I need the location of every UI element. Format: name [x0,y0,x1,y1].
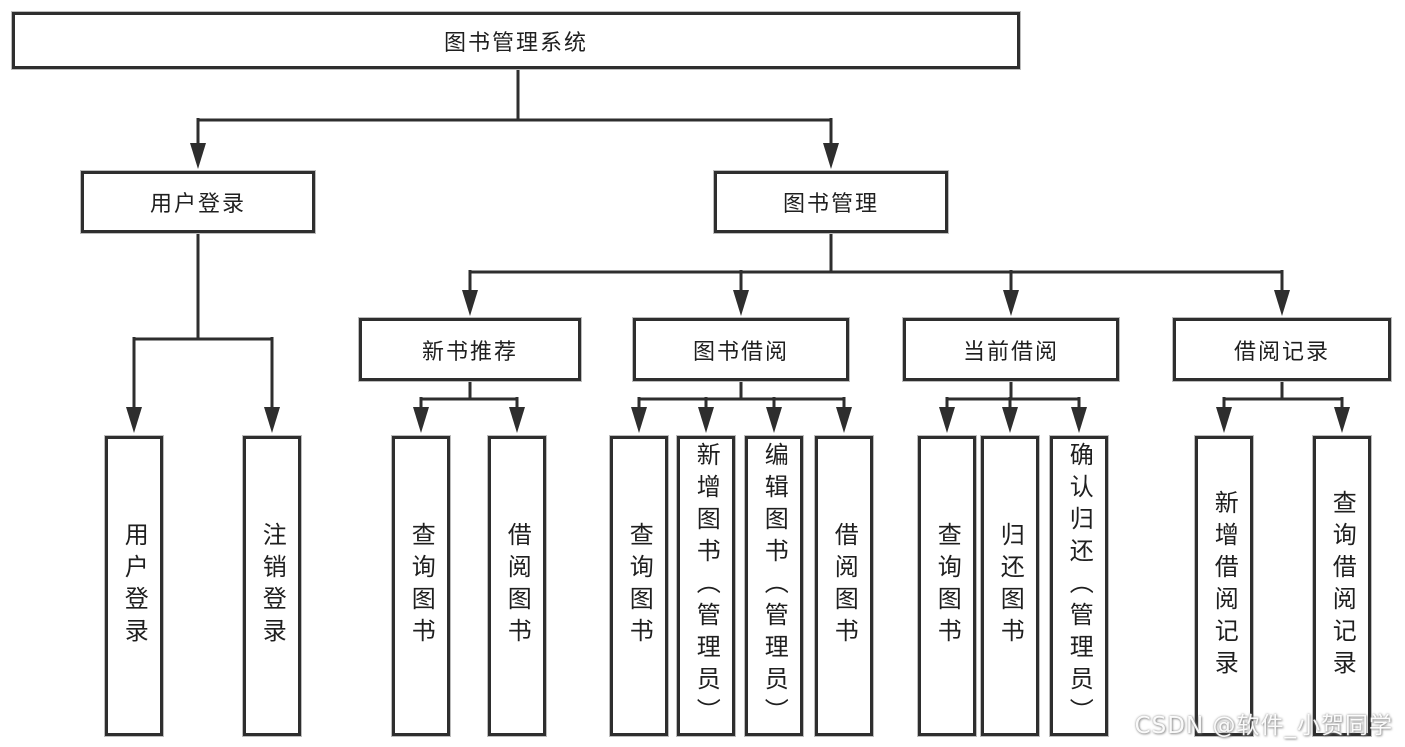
leaf-recommend-query-books-label: 查询图书 [407,522,436,650]
leaf-add-books-admin-label: 新增图书（管理员） [692,442,721,730]
leaf-borrowing-query-books-label: 查询图书 [625,522,654,650]
node-book-borrowing-label: 图书借阅 [692,339,789,365]
node-borrowing-records: 借阅记录 [1173,318,1391,381]
leaf-query-borrow-record: 查询借阅记录 [1313,436,1371,736]
node-current-borrowing-label: 当前借阅 [962,339,1059,365]
leaf-user-login-label: 用户登录 [120,522,149,650]
leaf-user-login: 用户登录 [105,436,163,736]
leaf-logout: 注销登录 [243,436,301,736]
leaf-edit-books-admin-label: 编辑图书（管理员） [760,442,789,730]
node-library-system: 图书管理系统 [12,12,1020,69]
leaf-edit-books-admin: 编辑图书（管理员） [745,436,803,736]
leaf-borrowing-borrow-books-label: 借阅图书 [830,522,859,650]
node-library-system-label: 图书管理系统 [443,30,588,56]
leaf-recommend-borrow-books-label: 借阅图书 [503,522,532,650]
leaf-current-query-books-label: 查询图书 [933,522,962,650]
leaf-add-borrow-record-label: 新增借阅记录 [1210,490,1239,682]
arrowheads [126,143,1350,433]
node-current-borrowing: 当前借阅 [903,318,1119,381]
csdn-watermark: CSDN @软件_小贺同学 [1134,713,1393,739]
leaf-return-books: 归还图书 [981,436,1039,736]
node-book-management: 图书管理 [714,171,948,233]
leaf-confirm-return-admin: 确认归还（管理员） [1050,436,1108,736]
node-book-borrowing: 图书借阅 [633,318,849,381]
node-user-login-label: 用户登录 [149,192,246,217]
leaf-current-query-books: 查询图书 [918,436,976,736]
leaf-add-books-admin: 新增图书（管理员） [677,436,735,736]
leaf-query-borrow-record-label: 查询借阅记录 [1328,490,1357,682]
leaf-recommend-query-books: 查询图书 [392,436,450,736]
leaf-confirm-return-admin-label: 确认归还（管理员） [1065,442,1094,730]
node-book-management-label: 图书管理 [782,192,879,217]
node-new-book-recommend-label: 新书推荐 [421,339,518,365]
leaf-return-books-label: 归还图书 [996,522,1025,650]
leaf-add-borrow-record: 新增借阅记录 [1195,436,1253,736]
node-new-book-recommend: 新书推荐 [359,318,581,381]
leaf-logout-label: 注销登录 [258,522,287,650]
node-borrowing-records-label: 借阅记录 [1233,339,1330,365]
leaf-borrowing-borrow-books: 借阅图书 [815,436,873,736]
leaf-borrowing-query-books: 查询图书 [610,436,668,736]
leaf-recommend-borrow-books: 借阅图书 [488,436,546,736]
node-user-login: 用户登录 [81,171,315,233]
